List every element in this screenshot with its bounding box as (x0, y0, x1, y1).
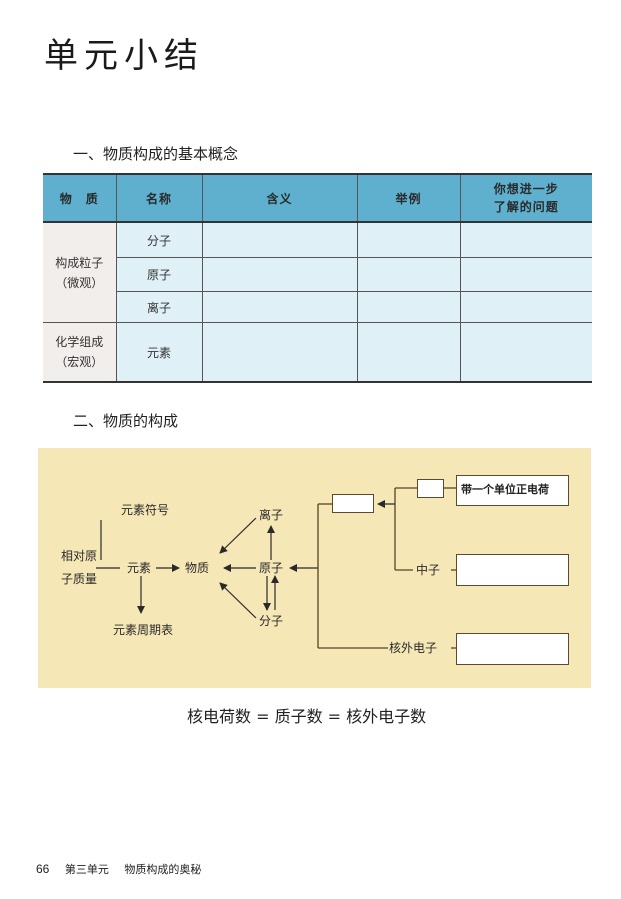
category-micro-label: 构成粒子 (55, 255, 104, 270)
cell-meaning[interactable] (201, 322, 358, 383)
category-macro-label: 化学组成 (55, 335, 104, 349)
cell-meaning[interactable] (201, 291, 358, 323)
node-matter: 物质 (185, 561, 210, 575)
table-row: 化学组成 （宏观） 元素 (43, 322, 592, 383)
category-micro: 构成粒子 （微观） (43, 221, 117, 323)
cell-question[interactable] (459, 221, 592, 258)
category-micro-sub: （微观） (55, 275, 104, 290)
node-electron: 核外电子 (389, 641, 438, 655)
row-name-element: 元素 (115, 322, 203, 383)
footer-unit: 第三单元 (64, 863, 109, 876)
header-question: 你想进一步 了解的问题 (459, 173, 592, 223)
page-number: 66 (36, 862, 50, 876)
cell-meaning[interactable] (201, 221, 358, 258)
cell-example[interactable] (356, 257, 461, 292)
charge-equation: 核电荷数 = 质子数 = 核外电子数 (187, 707, 427, 726)
node-periodic-table: 元素周期表 (113, 623, 174, 637)
header-matter: 物 质 (43, 173, 117, 223)
section-heading-composition: 二、物质的构成 (73, 412, 179, 430)
cell-meaning[interactable] (201, 257, 358, 292)
node-element: 元素 (127, 561, 152, 575)
node-relative-atomic-mass-line1: 相对原 (61, 549, 98, 563)
section-heading-concepts: 一、物质构成的基本概念 (73, 145, 239, 163)
table-row: 离子 (43, 291, 592, 323)
table-row: 构成粒子 （微观） 分子 (43, 221, 592, 323)
footer-unit-title: 物质构成的奥秘 (124, 863, 202, 876)
header-name: 名称 (115, 173, 203, 223)
header-example: 举例 (356, 173, 461, 223)
node-neutron: 中子 (416, 563, 441, 577)
electron-blank-box[interactable] (456, 633, 569, 665)
cell-question[interactable] (459, 257, 592, 292)
node-element-symbol: 元素符号 (121, 503, 170, 517)
cell-example[interactable] (356, 291, 461, 323)
concept-table: 物 质 名称 含义 举例 你想进一步 了解的问题 构成粒子 （微观） 分子 原子 (43, 173, 592, 383)
cell-question[interactable] (459, 322, 592, 383)
table-row: 原子 (43, 257, 592, 292)
header-meaning: 含义 (201, 173, 358, 223)
header-question-line2: 了解的问题 (493, 200, 559, 214)
proton-blank-box[interactable] (417, 479, 444, 498)
header-question-line1: 你想进一步 (493, 182, 559, 196)
node-atom: 原子 (259, 561, 284, 575)
row-name-atom: 原子 (116, 257, 203, 292)
table-header-row: 物 质 名称 含义 举例 你想进一步 了解的问题 (43, 173, 592, 223)
proton-description-box: 带一个单位正电荷 (456, 475, 569, 506)
category-macro-sub: （宏观） (55, 355, 104, 369)
node-ion: 离子 (259, 508, 284, 522)
page-footer: 66 第三单元 物质构成的奥秘 (36, 861, 201, 877)
page-title: 单元小结 (44, 36, 204, 76)
node-relative-atomic-mass-line2: 子质量 (61, 572, 98, 586)
nucleus-blank-box[interactable] (332, 494, 374, 513)
matter-composition-diagram: 元素符号 相对原 子质量 元素 元素周期表 物质 离子 原子 分子 中子 核外电… (38, 448, 591, 688)
row-name-ion: 离子 (116, 291, 203, 323)
node-molecule: 分子 (259, 614, 284, 628)
row-name-molecule: 分子 (115, 221, 203, 258)
cell-example[interactable] (356, 221, 461, 258)
category-macro: 化学组成 （宏观） (43, 322, 117, 383)
diagram-connectors (96, 487, 457, 649)
cell-example[interactable] (356, 322, 461, 383)
neutron-blank-box[interactable] (456, 554, 569, 586)
cell-question[interactable] (459, 291, 592, 323)
